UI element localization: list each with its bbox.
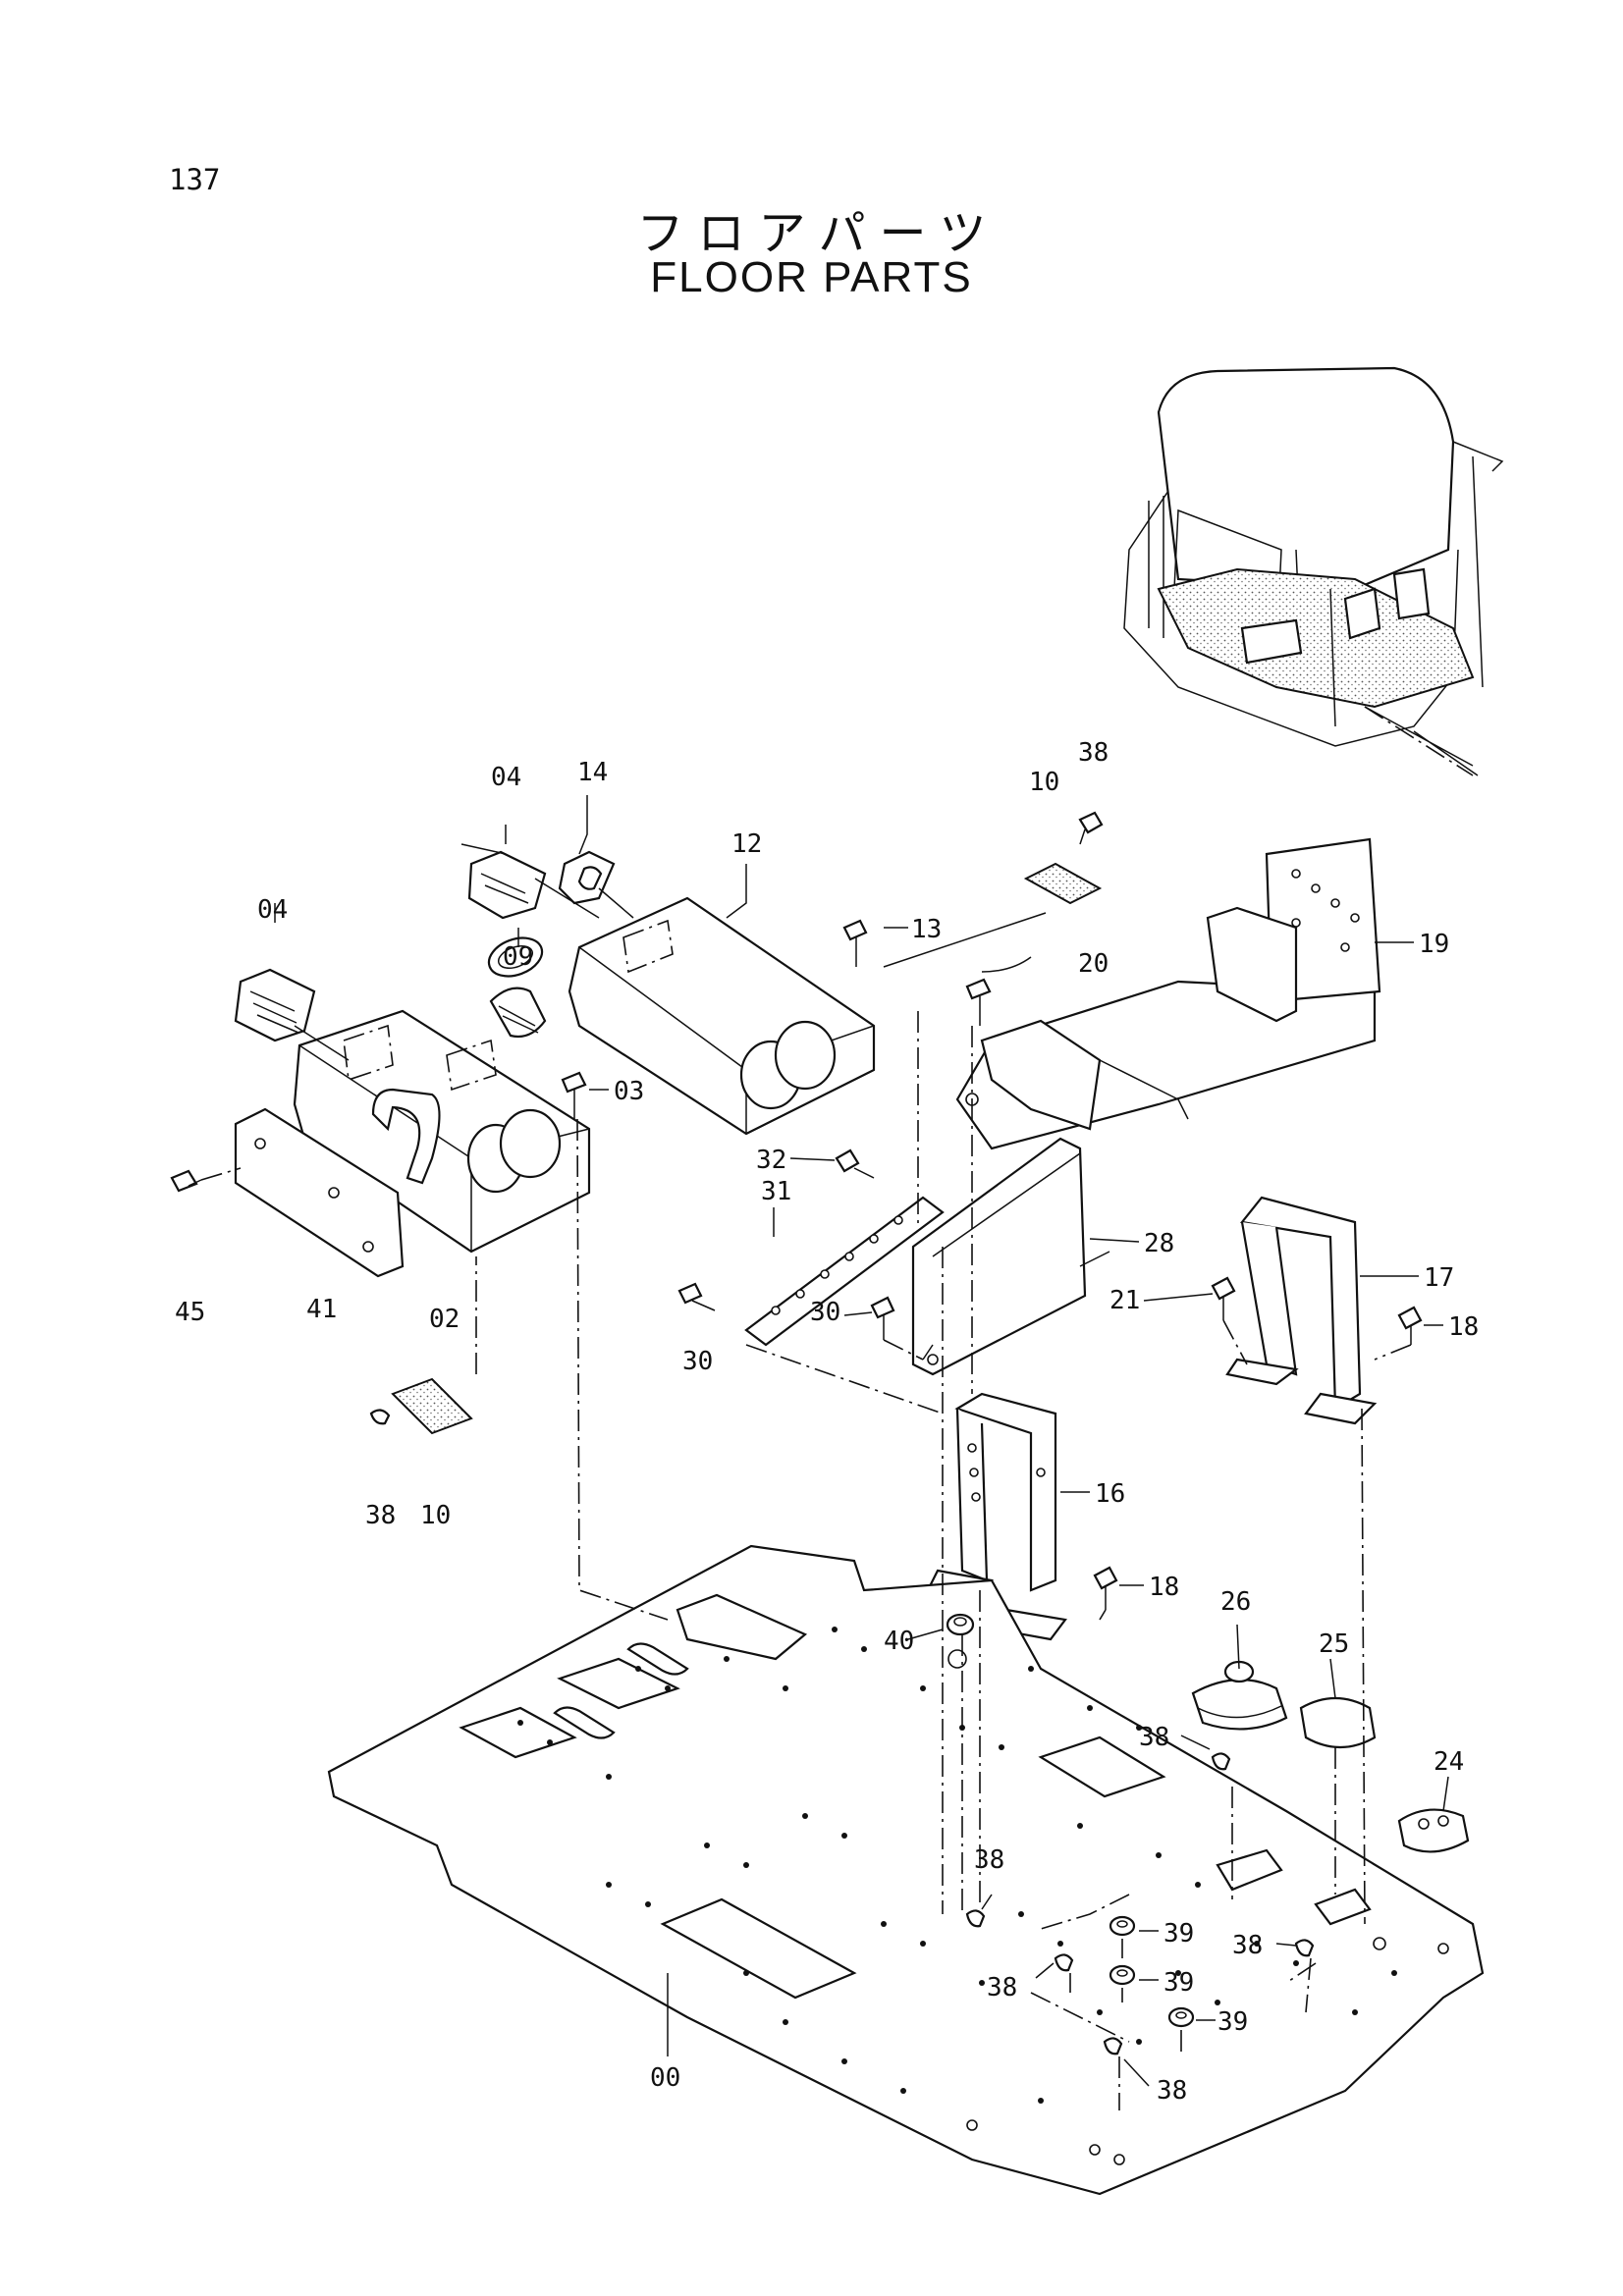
plate-10-upper: [1023, 862, 1103, 905]
callout-40: 40: [884, 1627, 914, 1656]
callout-13: 13: [911, 915, 942, 944]
callout-25: 25: [1319, 1629, 1349, 1659]
callout-41: 41: [306, 1295, 337, 1324]
callout-12: 12: [731, 829, 762, 859]
callout-28: 28: [1144, 1229, 1174, 1258]
callout-39-upper: 39: [1163, 1919, 1194, 1949]
callout-39-middle: 39: [1163, 1968, 1194, 1998]
callout-26: 26: [1220, 1587, 1251, 1617]
callout-38-top: 38: [1078, 738, 1109, 768]
callout-10-lower: 10: [420, 1501, 451, 1530]
callout-38-right: 38: [1232, 1931, 1263, 1960]
callout-39-lower: 39: [1217, 2007, 1248, 2037]
cab-location-inset: [1123, 366, 1504, 776]
callout-38-left: 38: [365, 1501, 396, 1530]
callout-32: 32: [756, 1146, 786, 1175]
callout-38-lower-center: 38: [987, 1973, 1017, 2002]
floor-plate-00: [327, 1544, 1485, 2196]
callout-14: 14: [577, 758, 608, 787]
callout-00: 00: [650, 2063, 680, 2093]
callout-04-left: 04: [257, 895, 288, 925]
leader-lines: [274, 795, 1449, 2087]
callout-38-mid-right: 38: [1139, 1723, 1169, 1752]
callout-04-upper: 04: [491, 763, 521, 792]
callout-labels: 04 14 12 10 38 04 09 13 20 19 03 32 31 2…: [175, 738, 1479, 2106]
callout-30-mid: 30: [810, 1298, 840, 1327]
callout-16: 16: [1095, 1479, 1125, 1509]
title-english: FLOOR PARTS: [650, 253, 973, 301]
callout-31: 31: [761, 1177, 791, 1206]
callout-18-upper: 18: [1448, 1312, 1479, 1342]
callout-17: 17: [1424, 1263, 1454, 1293]
callout-21: 21: [1109, 1286, 1140, 1315]
bracket-28: [911, 1137, 1110, 1376]
callout-20: 20: [1078, 949, 1109, 979]
callout-38-bottom: 38: [1157, 2076, 1187, 2106]
callout-24: 24: [1434, 1747, 1464, 1777]
callout-45: 45: [175, 1298, 205, 1327]
callout-30-left: 30: [682, 1347, 713, 1376]
assembly-center-lines: [200, 1011, 1412, 2110]
callout-03: 03: [614, 1077, 644, 1106]
mounts: [487, 936, 1470, 1853]
right-console-assembly: [467, 850, 876, 1136]
fasteners: [170, 811, 1423, 2056]
plate-10-lower: [391, 1377, 473, 1435]
callout-09: 09: [503, 942, 533, 972]
callout-02: 02: [429, 1305, 460, 1334]
callout-10-upper: 10: [1029, 768, 1059, 797]
callout-18-lower: 18: [1149, 1573, 1179, 1602]
page-number: 137: [169, 163, 221, 196]
title-japanese: フロアパーツ: [636, 206, 1001, 261]
callout-19: 19: [1419, 930, 1449, 959]
bracket-17: [1225, 1196, 1378, 1425]
bracket-19: [955, 837, 1381, 1150]
left-console-assembly: [234, 968, 591, 1278]
callout-38-center: 38: [974, 1845, 1004, 1875]
terminal-strip-31: [744, 1196, 945, 1347]
